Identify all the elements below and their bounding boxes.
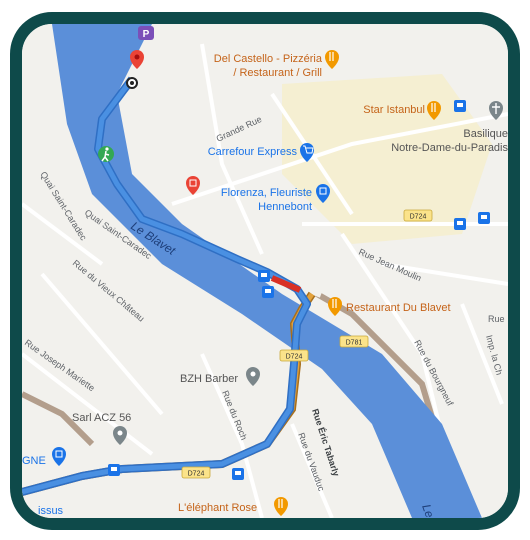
svg-text:Basilique: Basilique (463, 128, 508, 140)
svg-text:D724: D724 (188, 471, 205, 478)
bus-stop-icon[interactable] (478, 212, 490, 224)
map-frame: D724 D781 D724 D724 P Del Castello - (10, 12, 520, 530)
traffic-jam-segment (270, 275, 302, 293)
svg-text:P: P (143, 29, 150, 40)
poi-issus-partial[interactable]: issus (38, 505, 64, 517)
svg-text:Restaurant Du Blavet: Restaurant Du Blavet (346, 302, 451, 314)
poi-florenza[interactable]: Florenza, Fleuriste Hennebont (186, 176, 330, 213)
place-of-worship-icon (489, 101, 503, 120)
svg-text:Carrefour Express: Carrefour Express (208, 146, 298, 158)
river-le-blavet (52, 24, 482, 518)
poi-gne-partial[interactable]: GNE (22, 447, 66, 467)
primary-route[interactable] (22, 77, 310, 495)
poi-bzh-barber[interactable]: BZH Barber (180, 367, 260, 386)
bus-stop-icon[interactable] (262, 286, 274, 298)
bus-stop-icon[interactable] (232, 468, 244, 480)
road-shield-d781: D781 (339, 335, 369, 348)
road-shield-d724-mid: D724 (279, 349, 309, 362)
poi-carrefour-express[interactable]: Carrefour Express (208, 143, 314, 162)
svg-text:D781: D781 (346, 340, 363, 347)
bus-stop-icon[interactable] (108, 464, 120, 476)
restaurant-icon (427, 101, 441, 120)
map-canvas[interactable]: D724 D781 D724 D724 P Del Castello - (22, 24, 508, 518)
poi-star-istanbul[interactable]: Star Istanbul (363, 101, 441, 120)
road-shield-d724-bottom: D724 (181, 466, 211, 479)
svg-text:GNE: GNE (22, 455, 46, 467)
gift-shop-icon (186, 176, 200, 195)
svg-text:D724: D724 (410, 214, 427, 221)
svg-text:BZH Barber: BZH Barber (180, 373, 238, 385)
poi-sarl-acz-56[interactable]: Sarl ACZ 56 (72, 412, 131, 445)
bus-stop-icon[interactable] (454, 218, 466, 230)
pedestrian-icon (98, 146, 114, 162)
svg-text:/ Restaurant / Grill: / Restaurant / Grill (233, 67, 322, 79)
svg-text:Del Castello - Pizzéria: Del Castello - Pizzéria (214, 53, 323, 65)
bus-stop-icon[interactable] (258, 270, 270, 282)
svg-text:Sarl ACZ 56: Sarl ACZ 56 (72, 412, 131, 424)
bus-stop-icon[interactable] (454, 100, 466, 112)
restaurant-icon (274, 497, 288, 516)
restaurant-icon (328, 297, 342, 316)
road-shield-d724-top: D724 (403, 209, 433, 222)
poi-restaurant-du-blavet[interactable]: Restaurant Du Blavet (328, 297, 451, 316)
street-rue-partial: Rue (488, 314, 505, 324)
svg-text:L'éléphant Rose: L'éléphant Rose (178, 502, 257, 514)
svg-text:Star Istanbul: Star Istanbul (363, 104, 425, 116)
parking-icon[interactable]: P (138, 26, 154, 40)
destination-pin-icon[interactable] (130, 50, 144, 69)
shop-icon (52, 447, 66, 466)
west-road (22, 391, 95, 447)
poi-del-castello[interactable]: Del Castello - Pizzéria / Restaurant / G… (214, 50, 339, 79)
svg-text:D724: D724 (286, 354, 303, 361)
svg-text:Notre-Dame-du-Paradis: Notre-Dame-du-Paradis (391, 142, 508, 154)
location-pin-icon (113, 426, 127, 445)
svg-text:Florenza, Fleuriste: Florenza, Fleuriste (221, 187, 312, 199)
river-label-partial: Le (419, 502, 437, 518)
florist-icon (316, 184, 330, 203)
start-point-icon (126, 77, 138, 89)
svg-text:Hennebont: Hennebont (258, 201, 312, 213)
shopping-cart-icon (300, 143, 314, 162)
poi-elephant-rose[interactable]: L'éléphant Rose (178, 497, 288, 516)
street-network (22, 43, 508, 518)
location-pin-icon (246, 367, 260, 386)
poi-basilique[interactable]: Basilique Notre-Dame-du-Paradis (391, 101, 508, 154)
restaurant-icon (325, 50, 339, 69)
town-center-area (282, 74, 492, 244)
